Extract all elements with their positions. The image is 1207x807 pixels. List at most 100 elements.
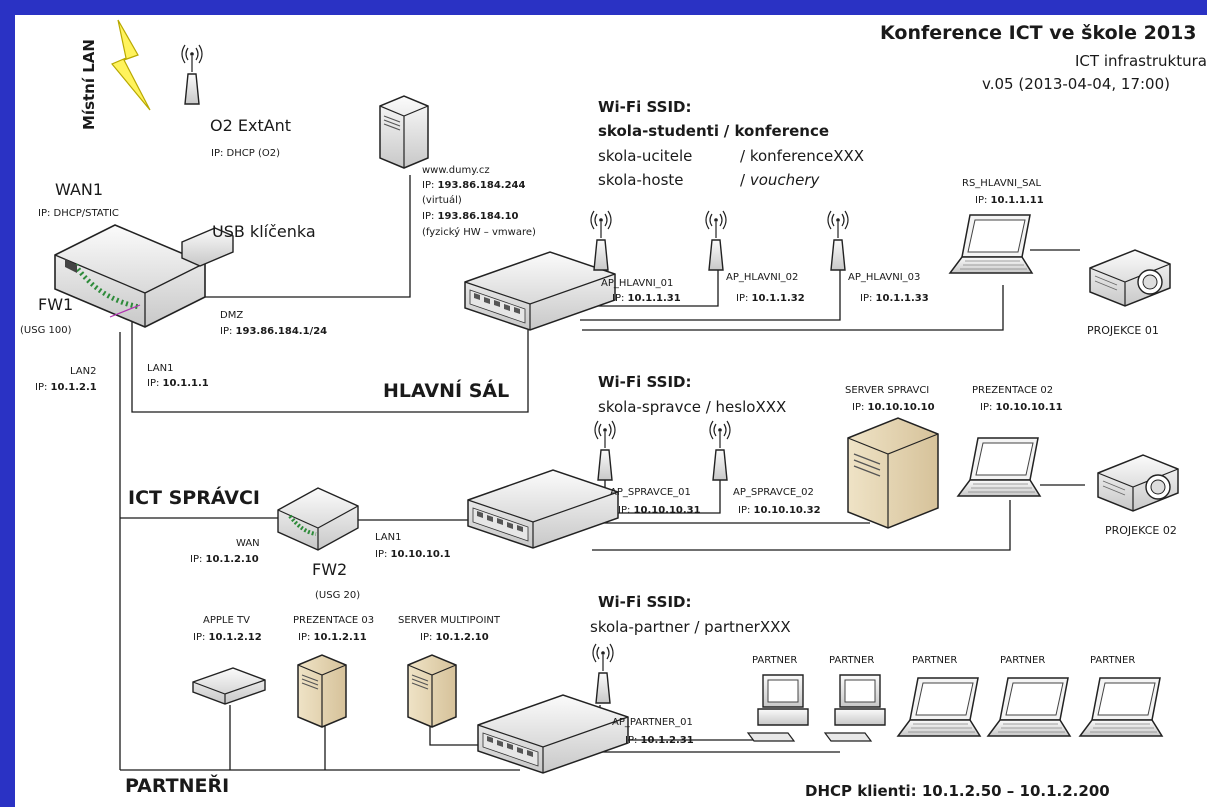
dumy-ip2: IP: 193.86.184.10 <box>422 211 519 222</box>
dumy-ip2-note: (fyzický HW – vmware) <box>422 227 536 238</box>
partner-client-label: PARTNER <box>829 655 875 666</box>
partner-client-label: PARTNER <box>1090 655 1136 666</box>
ap-hlavni-02-name: AP_HLAVNI_02 <box>726 272 799 283</box>
prezentace-02-laptop-icon <box>957 437 1041 497</box>
rs-laptop-icon <box>949 214 1033 274</box>
partner-desktop-2-icon <box>824 674 886 742</box>
projector-01-icon <box>1089 249 1171 307</box>
prezentace-03-ip: IP: 10.1.2.11 <box>298 632 367 643</box>
partner-client-label: PARTNER <box>752 655 798 666</box>
partneri-label: PARTNEŘI <box>125 775 230 797</box>
fw1-router-icon <box>54 224 206 328</box>
server-multipoint-name: SERVER MULTIPOINT <box>398 615 500 626</box>
wifi-main-heading: Wi-Fi SSID: <box>598 98 692 116</box>
server-multipoint-icon <box>407 654 457 728</box>
usb-key-icon <box>181 227 234 267</box>
ap-partner-01-icon <box>592 643 614 704</box>
wifi-main-row2-pass: / konferenceXXX <box>740 147 865 165</box>
ap-spravce-02-icon <box>709 420 731 481</box>
prezentace-03-name: PREZENTACE 03 <box>293 615 375 626</box>
ap-spravce-02-name: AP_SPRAVCE_02 <box>733 487 814 498</box>
ap-hlavni-01-icon <box>590 210 612 271</box>
apple-tv-name: APPLE TV <box>203 615 250 626</box>
ap-hlavni-02-ip: IP: 10.1.1.32 <box>736 293 805 304</box>
server-spravci-icon <box>847 417 939 529</box>
prezentace-02-name: PREZENTACE 02 <box>972 385 1054 396</box>
fw2-model: (USG 20) <box>315 590 361 601</box>
ap-hlavni-03-icon <box>827 210 849 271</box>
wifi-partner-line: skola-partner / partnerXXX <box>590 618 791 636</box>
dumy-ip1: IP: 193.86.184.244 <box>422 180 526 191</box>
wan1-ip: IP: DHCP/STATIC <box>38 208 119 219</box>
diagram-title: Konference ICT ve škole 2013 <box>880 22 1197 44</box>
o2-antenna-icon <box>181 44 203 105</box>
partner-laptop-3-icon <box>897 677 981 737</box>
dhcp-clients-label: DHCP klienti: 10.1.2.50 – 10.1.2.200 <box>805 782 1110 800</box>
wifi-main-row2: skola-ucitele <box>598 147 693 165</box>
fw2-wan-ip: IP: 10.1.2.10 <box>190 554 259 565</box>
projector-02-icon <box>1097 454 1179 512</box>
fw1-lan1-ip: IP: 10.1.1.1 <box>147 378 209 389</box>
fw2-wan-label: WAN <box>236 538 260 549</box>
wifi-main-row3: skola-hoste <box>598 171 684 189</box>
wifi-main-row3-pass: / vouchery <box>740 171 820 189</box>
partner-laptop-5-icon <box>1079 677 1163 737</box>
ap-spravce-01-ip: IP: 10.10.10.31 <box>618 505 701 516</box>
lightning-icon <box>111 19 151 111</box>
prezentace-03-server-icon <box>297 654 347 728</box>
projekce-02-label: PROJEKCE 02 <box>1105 524 1177 537</box>
dumy-ip1-note: (virtuál) <box>422 195 462 206</box>
fw2-lan1-label: LAN1 <box>375 532 402 543</box>
dumy-server-icon <box>379 95 429 169</box>
hlavni-sal-label: HLAVNÍ SÁL <box>383 380 510 402</box>
diagram-subtitle: ICT infrastruktura <box>1075 52 1207 70</box>
misti-lan-label: Místní LAN <box>80 39 98 130</box>
partner-desktop-1-icon <box>747 674 809 742</box>
wifi-main-row1: skola-studenti / konference <box>598 122 830 140</box>
partner-switch-icon <box>477 694 629 774</box>
ap-hlavni-01-ip: IP: 10.1.1.31 <box>612 293 681 304</box>
ap-partner-01-ip: IP: 10.1.2.31 <box>625 735 694 746</box>
diagram-version: v.05 (2013-04-04, 17:00) <box>982 75 1170 93</box>
o2-extant-ip: IP: DHCP (O2) <box>211 148 280 159</box>
apple-tv-icon <box>192 667 266 705</box>
ap-spravce-01-icon <box>594 420 616 481</box>
fw2-lan1-ip: IP: 10.10.10.1 <box>375 549 451 560</box>
fw1-label: FW1 <box>38 295 74 314</box>
hlavni-switch-icon <box>464 251 616 331</box>
wifi-spravci-heading: Wi-Fi SSID: <box>598 373 692 391</box>
server-spravci-ip: IP: 10.10.10.10 <box>852 402 935 413</box>
wan1-label: WAN1 <box>55 180 104 199</box>
rs-hlavni-sal-ip: IP: 10.1.1.11 <box>975 195 1044 206</box>
projekce-01-label: PROJEKCE 01 <box>1087 324 1159 337</box>
usb-label: USB klíčenka <box>212 222 316 241</box>
fw1-dmz-label: DMZ <box>220 310 244 321</box>
server-multipoint-ip: IP: 10.1.2.10 <box>420 632 489 643</box>
server-spravci-name: SERVER SPRAVCI <box>845 385 930 396</box>
ap-hlavni-02-icon <box>705 210 727 271</box>
wifi-spravci-line: skola-spravce / hesloXXX <box>598 398 787 416</box>
o2-extant-label: O2 ExtAnt <box>210 116 292 135</box>
dumy-name: www.dumy.cz <box>422 165 490 176</box>
fw1-lan2-label: LAN2 <box>70 366 97 377</box>
fw2-router-icon <box>277 487 359 551</box>
ap-partner-01-name: AP_PARTNER_01 <box>612 717 693 728</box>
ap-hlavni-01-name: AP_HLAVNI_01 <box>601 278 674 289</box>
spravci-switch-icon <box>467 469 619 549</box>
wifi-partner-heading: Wi-Fi SSID: <box>598 593 692 611</box>
fw1-dmz-ip: IP: 193.86.184.1/24 <box>220 326 328 337</box>
fw1-lan1-label: LAN1 <box>147 363 174 374</box>
fw2-label: FW2 <box>312 560 348 579</box>
prezentace-02-ip: IP: 10.10.10.11 <box>980 402 1063 413</box>
partner-client-label: PARTNER <box>1000 655 1046 666</box>
ap-hlavni-03-ip: IP: 10.1.1.33 <box>860 293 929 304</box>
fw1-model: (USG 100) <box>20 325 72 336</box>
ap-spravce-01-name: AP_SPRAVCE_01 <box>610 487 691 498</box>
ict-spravci-label: ICT SPRÁVCI <box>128 487 260 509</box>
fw1-lan2-ip: IP: 10.1.2.1 <box>35 382 97 393</box>
apple-tv-ip: IP: 10.1.2.12 <box>193 632 262 643</box>
partner-laptop-4-icon <box>987 677 1071 737</box>
ap-spravce-02-ip: IP: 10.10.10.32 <box>738 505 821 516</box>
ap-hlavni-03-name: AP_HLAVNI_03 <box>848 272 921 283</box>
